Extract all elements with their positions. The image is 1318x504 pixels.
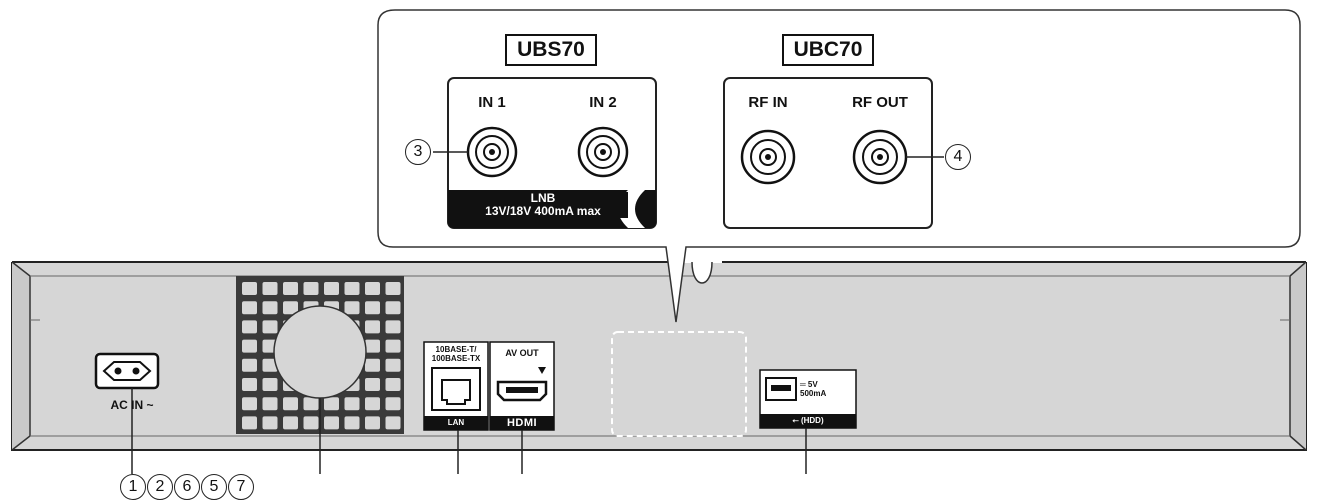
leader-lines: [131, 151, 944, 474]
ac-inlet: [94, 352, 160, 390]
ac-in-label: AC IN ~: [110, 398, 154, 412]
usb-power-voltage: ═ 5V: [800, 380, 818, 389]
in1-label: IN 1: [478, 94, 506, 111]
lan-spec-line2: 100BASE-TX: [431, 354, 481, 363]
lnb-strip: LNB 13V/18V 400mA max: [458, 192, 628, 218]
in2-label: IN 2: [589, 94, 617, 111]
hdmi-logo: HDMI: [490, 416, 554, 430]
usb-power-current: 500mA: [800, 389, 827, 398]
in2-connector: [577, 126, 629, 178]
fan-grille: [236, 276, 404, 434]
rf-in-connector: [740, 129, 796, 185]
rf-in-label: RF IN: [748, 94, 788, 111]
callout-7: 7: [228, 474, 254, 500]
lan-spec-line1: 10BASE-T/: [435, 345, 477, 354]
ubc70-model-label: UBC70: [782, 34, 874, 66]
callout-5: 5: [201, 474, 227, 500]
ubc70-panel: [723, 77, 933, 229]
callout-1: 1: [120, 474, 146, 500]
rf-out-label: RF OUT: [852, 94, 908, 111]
av-out-label: AV OUT: [505, 348, 539, 358]
callout-4: 4: [945, 144, 971, 170]
usb-hdd-label: ⭠ (HDD): [760, 415, 856, 427]
usb-power-label: ═ 5V 500mA: [800, 380, 854, 398]
lan-spec-label: 10BASE-T/ 100BASE-TX: [424, 345, 488, 363]
lnb-spec: 13V/18V 400mA max: [485, 204, 601, 218]
callout-6: 6: [174, 474, 200, 500]
lan-strip-label: LAN: [424, 417, 488, 429]
in1-connector: [466, 126, 518, 178]
ci-slot-area: [611, 331, 747, 437]
ubs70-model-label: UBS70: [505, 34, 597, 66]
callout-2: 2: [147, 474, 173, 500]
rf-out-connector: [852, 129, 908, 185]
callout-3: 3: [405, 139, 431, 165]
lnb-label: LNB: [530, 191, 556, 205]
